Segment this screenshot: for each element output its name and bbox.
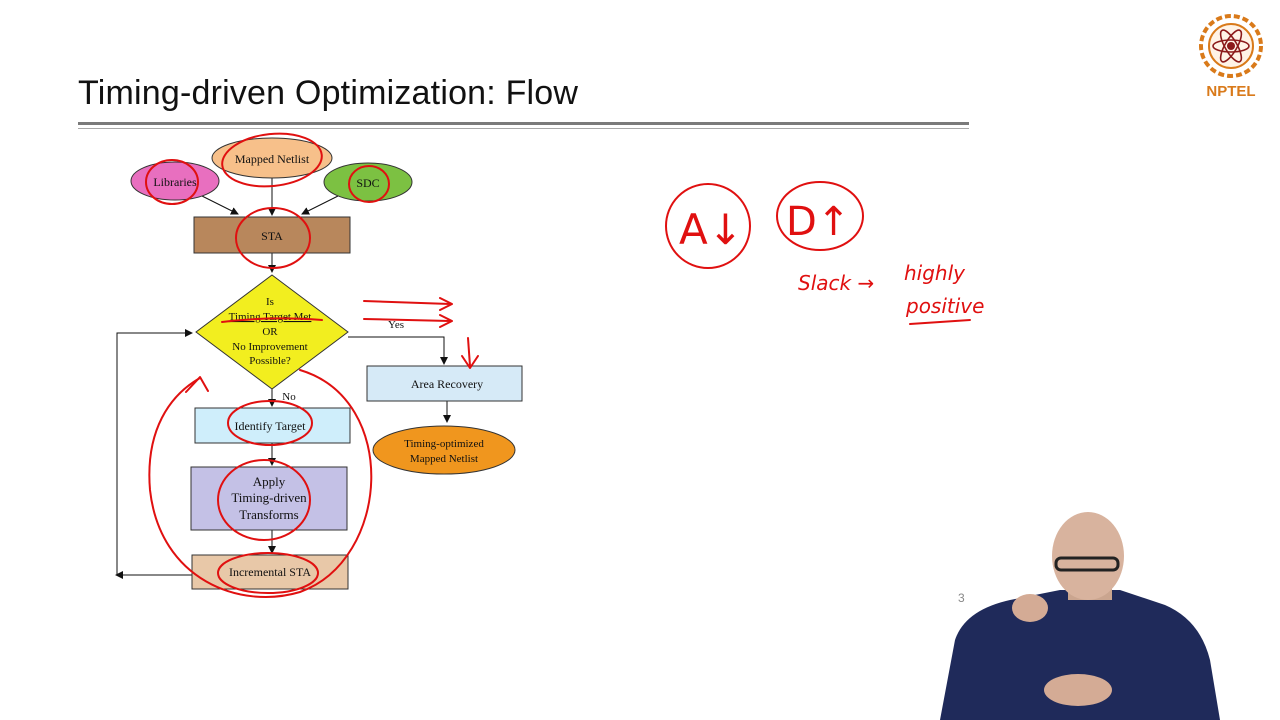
- arrow-libraries-sta: [201, 195, 239, 215]
- presenter-figure: [940, 512, 1220, 720]
- ink-circle-sdc: [348, 165, 390, 203]
- ink-loop-arrow: [185, 376, 209, 393]
- ink-circle-apply: [217, 459, 311, 541]
- node-decision: [195, 274, 349, 390]
- page-number: 3: [958, 591, 965, 605]
- ink-circle-a: [665, 183, 751, 269]
- optimized-line-2: Mapped Netlist: [410, 453, 478, 465]
- title-rule-thin: [78, 128, 969, 129]
- nptel-logo-icon: [1199, 14, 1263, 78]
- node-area-recovery-label: Area Recovery: [411, 377, 483, 391]
- slide-title: Timing-driven Optimization: Flow: [78, 74, 579, 112]
- ink-note-slack: Slack →: [798, 271, 874, 295]
- ink-circle-netlist: [221, 132, 323, 188]
- node-sdc-label: SDC: [356, 176, 379, 190]
- ink-circle-incremental: [217, 552, 319, 594]
- apply-line-2: Timing-driven: [231, 490, 307, 505]
- decision-line-1: Is: [266, 296, 274, 308]
- node-mapped-netlist: [211, 137, 333, 179]
- ink-arrow-bottom: [363, 314, 453, 328]
- node-identify-target: [194, 407, 351, 444]
- ink-note-d: D↑: [786, 199, 850, 245]
- ink-arrow-top: [363, 297, 453, 311]
- node-libraries-label: Libraries: [153, 175, 197, 189]
- node-identify-target-label: Identify Target: [234, 419, 306, 433]
- yes-label: Yes: [388, 319, 404, 331]
- ink-underline-positive: [909, 319, 971, 325]
- node-area-recovery: [366, 365, 523, 402]
- ink-note-a: A↓: [679, 205, 743, 254]
- logo-label: NPTEL: [1206, 83, 1256, 100]
- apply-line-3: Transforms: [239, 507, 298, 522]
- arrow-yes: [348, 336, 448, 365]
- ink-loop: [148, 369, 373, 598]
- ink-circle-libraries: [145, 159, 199, 205]
- arrow-sdc-sta: [301, 195, 339, 215]
- node-mapped-netlist-label: Mapped Netlist: [235, 152, 310, 166]
- title-rule: [78, 122, 969, 125]
- no-label: No: [282, 391, 296, 403]
- ink-circle-sta: [235, 207, 311, 269]
- node-sta-label: STA: [261, 229, 283, 243]
- ink-circle-d: [776, 181, 864, 251]
- arrow-loop-back: [116, 329, 193, 576]
- node-optimized-netlist: [372, 425, 516, 475]
- node-apply-transforms: [190, 466, 348, 531]
- optimized-line-1: Timing-optimized: [404, 438, 484, 450]
- apply-line-1: Apply: [253, 474, 286, 489]
- ink-circle-identify: [227, 400, 313, 446]
- node-sta: [193, 216, 351, 254]
- decision-line-3: OR: [262, 326, 278, 338]
- ink-underline-target: [221, 317, 323, 323]
- ink-arrow-down: [461, 337, 479, 369]
- node-incremental-sta-label: Incremental STA: [229, 565, 311, 579]
- decision-line-4: No Improvement: [232, 341, 307, 353]
- decision-line-5: Possible?: [249, 355, 291, 367]
- ink-note-positive: positive: [905, 294, 984, 318]
- ink-note-highly: highly: [904, 261, 966, 285]
